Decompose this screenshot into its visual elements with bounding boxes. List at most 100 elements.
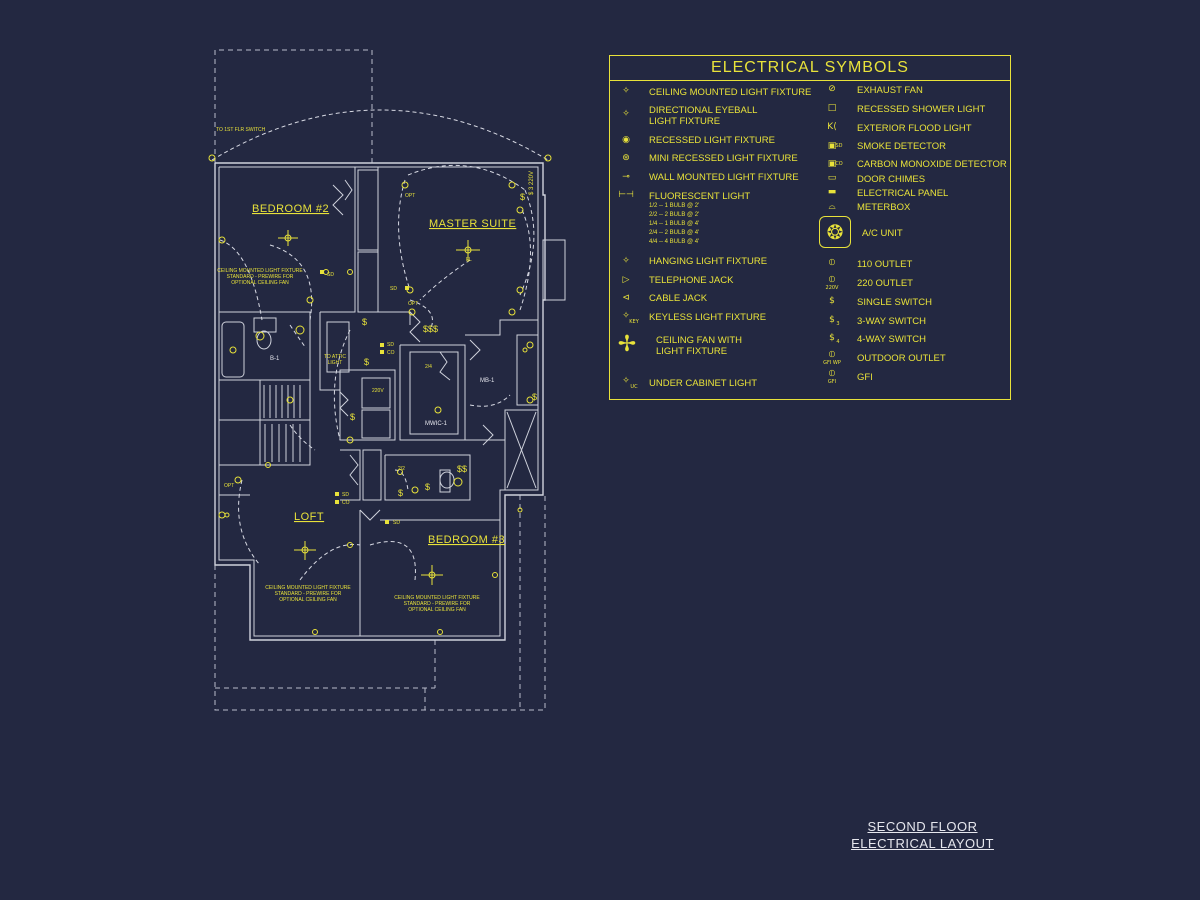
legend-item-panel: ELECTRICAL PANEL xyxy=(857,188,949,199)
room-bedroom2: BEDROOM #2 xyxy=(252,203,329,215)
gfi-wp-glyph-label: GFI WP xyxy=(823,360,841,366)
legend-item-outdoor-outlet: OUTDOOR OUTLET xyxy=(857,353,946,364)
door-chimes-icon: ▭ xyxy=(827,173,837,183)
wiring xyxy=(211,109,549,581)
ceiling-light-icon: ✧ xyxy=(622,86,630,96)
legend-item-220: 220 OUTLET xyxy=(857,278,913,289)
legend-item-three-way: 3-WAY SWITCH xyxy=(857,316,926,327)
legend-item-four-way: 4-WAY SWITCH xyxy=(857,334,926,345)
meterbox-icon: ⌓ xyxy=(828,202,836,212)
hanging-light-icon: ✧ xyxy=(622,256,630,266)
legend-item-flood-light: EXTERIOR FLOOD LIGHT xyxy=(857,123,972,134)
opt-label-2: OPT xyxy=(408,301,418,307)
legend-item-exhaust-fan: EXHAUST FAN xyxy=(857,85,923,96)
plan-symbols: SD SD CO SD CO SD SD 220V FL OPT OPT OPT… xyxy=(208,154,552,635)
svg-text:$: $ xyxy=(362,317,367,327)
cable-jack-icon: ⊲ xyxy=(622,293,630,303)
fan-note-bed2-l1: CEILING MOUNTED LIGHT FIXTURE xyxy=(217,268,303,274)
room-b1: B-1 xyxy=(270,356,280,362)
doors xyxy=(332,179,494,521)
outdoor-outlet-icon: ⦶ xyxy=(828,350,836,360)
flood-light-icon: K⟨ xyxy=(827,122,837,132)
fan-note-loft-l3: OPTIONAL CEILING FAN xyxy=(279,597,337,603)
room-bedroom3: BEDROOM #3 xyxy=(428,534,505,546)
sheet-title-line1: SECOND FLOOR xyxy=(867,819,978,834)
half-two-label-2: 2/2 xyxy=(398,466,405,472)
legend-item-gfi: GFI xyxy=(857,372,873,383)
legend-item-under-cabinet: UNDER CABINET LIGHT xyxy=(649,378,758,389)
room-loft: LOFT xyxy=(294,511,324,523)
fan-note-loft-l1: CEILING MOUNTED LIGHT FIXTURE xyxy=(265,585,351,591)
room-mwic1: MWIC-1 xyxy=(425,421,448,427)
sd-label-3: SD xyxy=(342,492,349,498)
svg-text:$: $ xyxy=(532,392,537,402)
v220-label: 220V xyxy=(372,388,384,394)
fluorescent-sub-3: 1/4 -- 1 BULB @ 4' xyxy=(649,221,700,227)
svg-text:$$$: $$$ xyxy=(423,324,438,334)
legend-item-mini-recessed: MINI RECESSED LIGHT FIXTURE xyxy=(649,153,798,164)
single-switch-icon: $ xyxy=(829,296,835,306)
sd-label-5: SD xyxy=(327,272,334,278)
svg-text:$$: $$ xyxy=(457,464,467,474)
gfi-icon: ⦶ xyxy=(828,369,836,379)
co-detector-icon: ▣ xyxy=(827,159,837,169)
sd-label-4: SD xyxy=(393,520,400,526)
gfi-glyph-label: GFI xyxy=(827,379,837,385)
half-two-label: 2/4 xyxy=(425,364,432,370)
exterior-walls xyxy=(214,162,566,641)
legend-item-shower-light: RECESSED SHOWER LIGHT xyxy=(857,104,986,115)
uc-glyph-label: UC xyxy=(630,384,638,390)
legend-item-hanging: HANGING LIGHT FIXTURE xyxy=(649,256,768,267)
mini-recessed-light-icon: ⊛ xyxy=(622,153,630,163)
fluorescent-sub-2: 2/2 -- 2 BULB @ 2' xyxy=(649,212,700,218)
legend-item-telephone: TELEPHONE JACK xyxy=(649,275,734,286)
key-glyph-label: KEY xyxy=(629,319,639,325)
to-attic-note-l2: LIGHT xyxy=(328,360,343,366)
svg-text:$: $ xyxy=(350,412,355,422)
fan-note-bed3-l2: STANDARD - PREWIRE FOR xyxy=(404,601,471,607)
legend-item-meterbox: METERBOX xyxy=(857,202,911,213)
outlet-110-icon: ⦶ xyxy=(828,258,836,268)
legend-item-fluorescent: FLUORESCENT LIGHT xyxy=(649,191,751,202)
room-labels: BEDROOM #2 MASTER SUITE LOFT BEDROOM #3 … xyxy=(252,203,516,546)
smoke-detector-icon: ▣ xyxy=(827,141,837,151)
ceiling-fan-icon: ✢ xyxy=(617,332,637,357)
plan-notes: CEILING MOUNTED LIGHT FIXTURE STANDARD -… xyxy=(216,127,480,613)
svg-text:$: $ xyxy=(520,192,525,202)
fl-label: FL xyxy=(466,257,472,263)
legend-item-eyeball: DIRECTIONAL EYEBALL LIGHT FIXTURE xyxy=(649,105,758,127)
three-way-switch-icon: $ xyxy=(829,315,835,325)
fan-note-loft-l2: STANDARD - PREWIRE FOR xyxy=(275,591,342,597)
svg-text:$: $ xyxy=(398,488,403,498)
eyeball-light-icon: ✧ xyxy=(622,109,630,119)
room-master-suite: MASTER SUITE xyxy=(429,218,516,230)
legend-item-ceiling-fan: CEILING FAN WITH LIGHT FIXTURE xyxy=(656,335,743,357)
interior-walls xyxy=(219,167,539,636)
keyless-light-icon: ✧ xyxy=(622,311,630,321)
legend-item-cable: CABLE JACK xyxy=(649,293,708,304)
outlet-220-icon: ⦶ xyxy=(828,275,836,285)
sheet-title: SECOND FLOOR ELECTRICAL LAYOUT xyxy=(840,818,1005,852)
co-glyph-label: CO xyxy=(835,161,843,167)
to-attic-note-l1: TO ATTIC xyxy=(324,354,346,360)
fluorescent-sub-5: 4/4 -- 4 BULB @ 4' xyxy=(649,239,700,245)
opt-label-1: OPT xyxy=(405,193,415,199)
recessed-light-icon: ◉ xyxy=(622,135,630,145)
fluorescent-sub-1: 1/2 -- 1 BULB @ 2' xyxy=(649,203,700,209)
sd-label-1: SD xyxy=(390,286,397,292)
legend-item-wall-light: WALL MOUNTED LIGHT FIXTURE xyxy=(649,172,799,183)
four-glyph-label: 4 xyxy=(836,339,840,345)
svg-text:$: $ xyxy=(364,357,369,367)
fluorescent-light-icon: ⊢⊣ xyxy=(618,190,634,200)
sd-label-2: SD xyxy=(387,342,394,348)
ac-unit-icon: ❂ xyxy=(819,216,851,248)
legend-item-ac: A/C UNIT xyxy=(862,228,903,239)
electrical-panel-icon: ▬ xyxy=(827,187,837,197)
legend-item-chimes: DOOR CHIMES xyxy=(857,174,926,185)
four-way-switch-icon: $ xyxy=(829,333,835,343)
fluorescent-sub-4: 2/4 -- 2 BULB @ 4' xyxy=(649,230,700,236)
fan-note-bed2-l2: STANDARD - PREWIRE FOR xyxy=(227,274,294,280)
legend-item-co: CARBON MONOXIDE DETECTOR xyxy=(857,159,1007,170)
svg-text:$ 3 220V: $ 3 220V xyxy=(529,171,535,195)
